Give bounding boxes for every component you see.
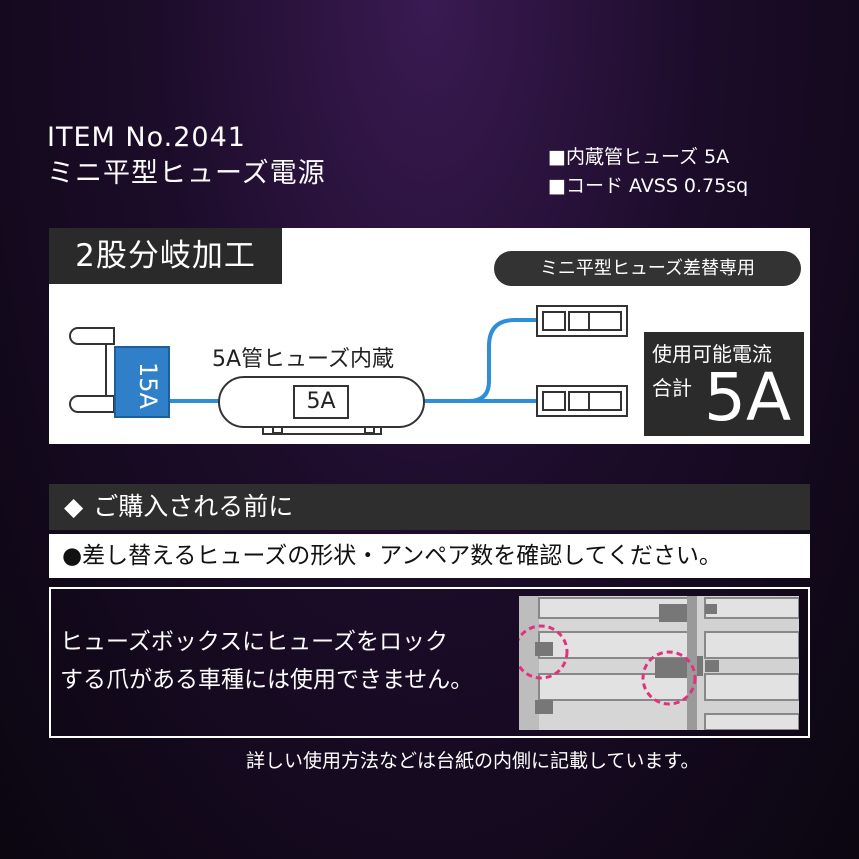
- blade-fuse-prongs: [69, 327, 115, 413]
- confirm-note: ●差し替えるヒューズの形状・アンペア数を確認してください。: [49, 534, 810, 578]
- wire: [168, 318, 539, 403]
- item-number: ITEM No.2041: [47, 122, 246, 153]
- blade-fuse-rating: 15A: [134, 362, 162, 409]
- diamond-icon: ◆: [64, 492, 84, 521]
- tube-fuse-rating: 5A: [293, 385, 349, 419]
- blade-fuse: 15A: [114, 346, 170, 418]
- spec-list: ■内蔵管ヒューズ 5A ■コード AVSS 0.75sq: [548, 143, 748, 201]
- warning-line-2: する爪がある車種には使用できません。: [60, 667, 474, 693]
- warning-text: ヒューズボックスにヒューズをロック する爪がある車種には使用できません。: [60, 623, 473, 699]
- connector-top: [536, 305, 628, 337]
- spec-fuse: ■内蔵管ヒューズ 5A: [548, 146, 730, 168]
- current-value: 5A: [704, 359, 792, 436]
- current-spec-box: 使用可能電流 合計 5A: [644, 332, 804, 436]
- connector-bottom: [536, 385, 628, 417]
- branch-label: 2股分岐加工: [49, 228, 282, 284]
- warning-box: [49, 587, 810, 738]
- current-label-1: 使用可能電流: [652, 342, 772, 366]
- warning-line-1: ヒューズボックスにヒューズをロック: [60, 629, 449, 655]
- notice-heading: ◆ ご購入される前に: [49, 484, 810, 530]
- footer-note: 詳しい使用方法などは台紙の内側に記載しています。: [246, 750, 700, 772]
- spec-cord: ■コード AVSS 0.75sq: [548, 175, 749, 197]
- fuse-box-illustration: [519, 596, 799, 730]
- dedicated-pill: ミニ平型ヒューズ差替専用: [494, 251, 801, 286]
- product-name: ミニ平型ヒューズ電源: [47, 158, 326, 189]
- header-title: ITEM No.2041 ミニ平型ヒューズ電源: [47, 120, 326, 192]
- notice-heading-text: ご購入される前に: [93, 492, 294, 521]
- current-label-2: 合計: [652, 376, 692, 400]
- tube-fuse-label: 5A管ヒューズ内蔵: [212, 347, 394, 372]
- fuse-box-photo: [519, 596, 799, 730]
